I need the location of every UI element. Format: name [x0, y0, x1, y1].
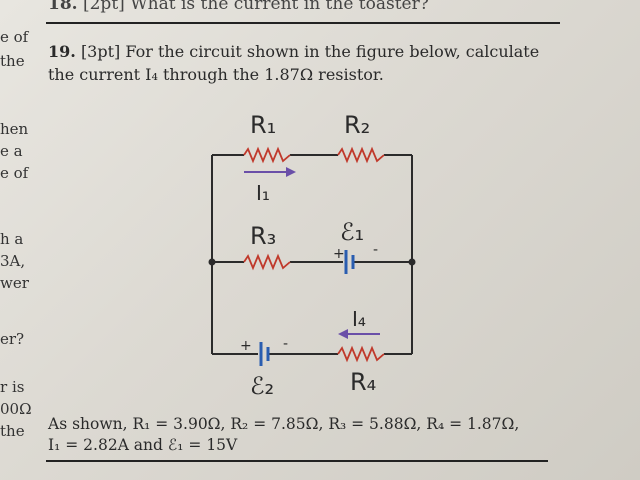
margin-line: wer	[0, 274, 29, 292]
margin-line: the	[0, 52, 25, 70]
margin-line: the	[0, 422, 25, 440]
label-e1-plus: +	[333, 246, 345, 262]
margin-line: hen	[0, 120, 29, 138]
arrow-i1	[244, 167, 296, 177]
left-margin-text: e of the hen e a e of h a 3A, wer er? r …	[0, 0, 34, 480]
battery-e1	[344, 250, 355, 274]
label-e2: ℰ₂	[250, 372, 274, 400]
margin-line: h a	[0, 230, 24, 248]
resistor-r1	[243, 146, 291, 164]
question-text-line1: For the circuit shown in the figure belo…	[125, 42, 540, 61]
resistor-r3	[243, 253, 291, 271]
question-text: What is the current in the toaster?	[130, 0, 429, 14]
circuit-wires	[211, 154, 413, 355]
margin-line: e of	[0, 28, 29, 46]
question-number: 18.	[48, 0, 78, 14]
margin-line: e a	[0, 142, 23, 160]
label-i1: I₁	[256, 181, 270, 205]
given-values-line2: I₁ = 2.82A and ℰ₁ = 15V	[48, 436, 238, 454]
label-e1: ℰ₁	[340, 218, 364, 246]
question-text-line2: the current I₄ through the 1.87Ω resisto…	[48, 65, 384, 84]
resistor-r2	[337, 146, 385, 164]
label-r4: R₄	[350, 368, 376, 396]
margin-line: e of	[0, 164, 29, 182]
label-e1-minus: -	[373, 242, 378, 258]
junction-right	[408, 258, 416, 266]
label-e2-minus: -	[283, 336, 288, 352]
question-points: [3pt]	[80, 42, 121, 61]
answer-rule	[46, 460, 548, 462]
question-points: [2pt]	[82, 0, 125, 14]
label-e2-plus: +	[240, 338, 252, 354]
label-r2: R₂	[344, 111, 370, 139]
margin-line: 00Ω	[0, 400, 32, 418]
given-values-line1: As shown, R₁ = 3.90Ω, R₂ = 7.85Ω, R₃ = 5…	[48, 415, 520, 433]
question-number: 19.	[48, 42, 76, 61]
resistor-r4	[337, 345, 385, 363]
margin-line: r is	[0, 378, 25, 396]
margin-line: er?	[0, 330, 25, 348]
battery-e2	[259, 342, 270, 366]
label-i4: I₄	[352, 307, 366, 331]
given-values: As shown, R₁ = 3.90Ω, R₂ = 7.85Ω, R₃ = 5…	[48, 414, 628, 456]
divider-rule	[46, 22, 560, 24]
arrow-i4	[338, 329, 380, 339]
label-r3: R₃	[250, 222, 276, 250]
margin-line: 3A,	[0, 252, 26, 270]
question-18: 18. [2pt] What is the current in the toa…	[48, 0, 429, 14]
junction-left	[208, 258, 216, 266]
question-19: 19. [3pt] For the circuit shown in the f…	[48, 40, 608, 86]
label-r1: R₁	[250, 111, 276, 139]
